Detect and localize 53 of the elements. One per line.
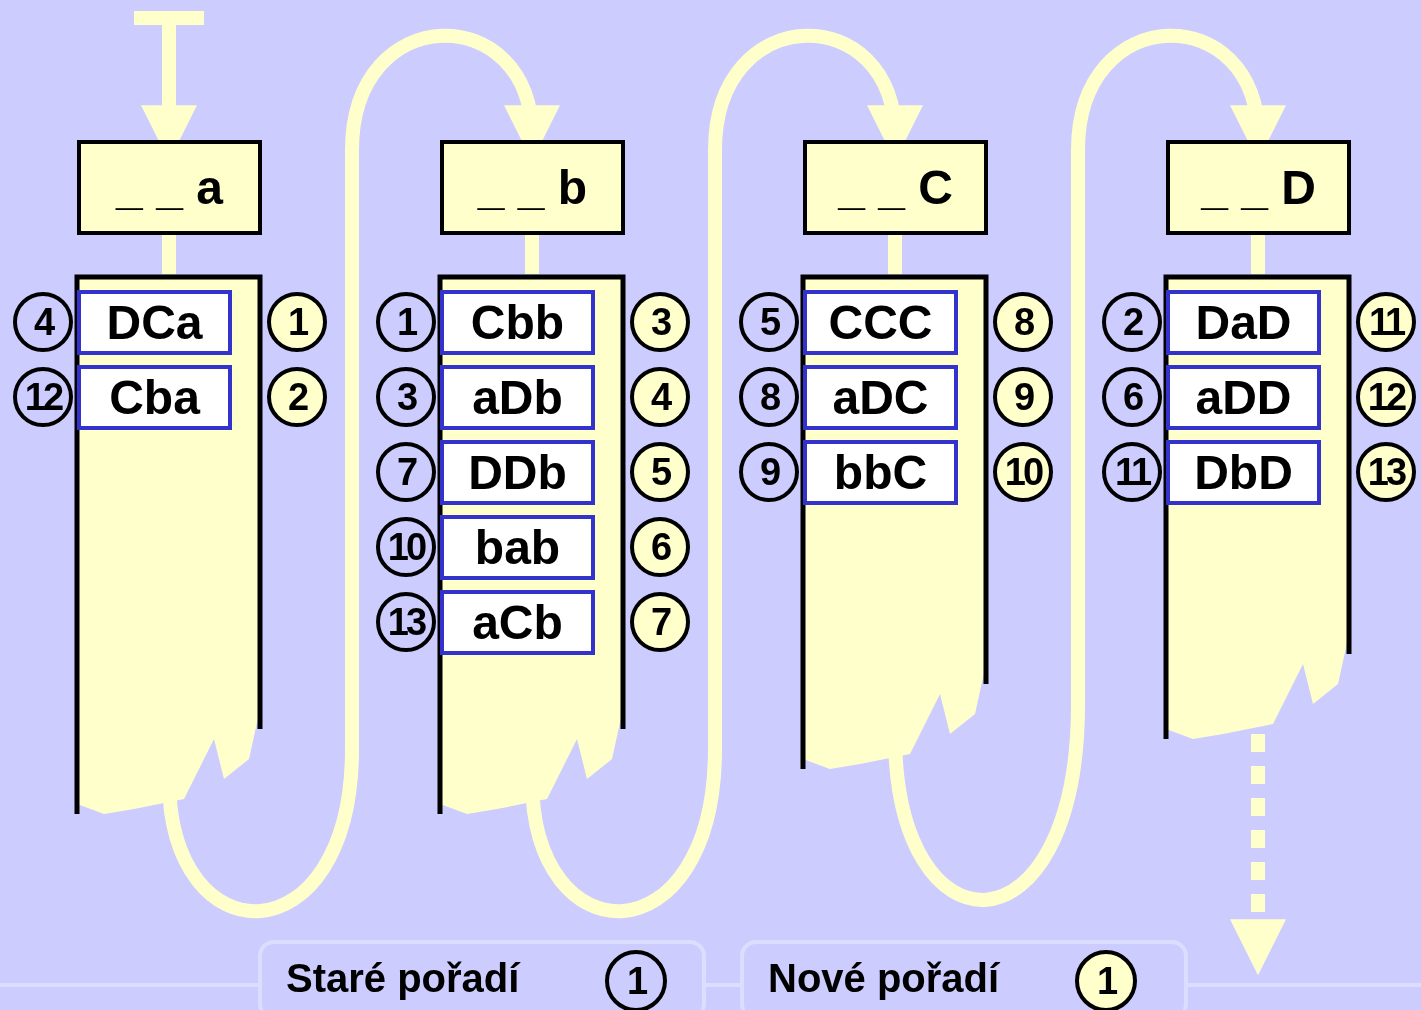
item-box: aDD	[1166, 365, 1321, 430]
flow-arrow	[1230, 734, 1286, 976]
old-order-number: 13	[376, 592, 436, 652]
item-box: DaD	[1166, 290, 1321, 355]
item-box: aDb	[440, 365, 595, 430]
flow-arrow	[525, 28, 920, 918]
item-box: bab	[440, 515, 595, 580]
old-order-number: 8	[739, 367, 799, 427]
item-box: aCb	[440, 590, 595, 655]
bucket-header: _ _ a	[77, 140, 262, 235]
item-box: DbD	[1166, 440, 1321, 505]
new-order-number: 1	[267, 292, 327, 352]
new-order-number: 3	[630, 292, 690, 352]
old-order-number: 12	[13, 367, 73, 427]
old-order-number: 6	[1102, 367, 1162, 427]
legend-text: Nové pořadí	[768, 956, 1000, 1001]
new-order-number: 7	[630, 592, 690, 652]
old-order-number: 2	[1102, 292, 1162, 352]
item-box: Cba	[77, 365, 232, 430]
old-order-number: 4	[13, 292, 73, 352]
bucket-header: _ _ b	[440, 140, 625, 235]
connector	[888, 235, 902, 274]
connector	[1251, 235, 1265, 274]
flow-arrow	[888, 28, 1283, 907]
old-order-number: 5	[739, 292, 799, 352]
legend-text: Staré pořadí	[286, 956, 520, 1001]
old-order-number: 10	[376, 517, 436, 577]
new-order-number: 4	[630, 367, 690, 427]
new-order-number: 12	[1356, 367, 1416, 427]
flow-arrow	[162, 28, 557, 918]
old-order-number: 3	[376, 367, 436, 427]
new-order-number: 5	[630, 442, 690, 502]
item-box: Cbb	[440, 290, 595, 355]
connector	[525, 235, 539, 274]
connector	[162, 235, 176, 274]
item-box: CCC	[803, 290, 958, 355]
old-order-number: 7	[376, 442, 436, 502]
bucket-header: _ _ D	[1166, 140, 1351, 235]
new-order-number: 10	[993, 442, 1053, 502]
new-order-number: 8	[993, 292, 1053, 352]
old-order-number: 1	[376, 292, 436, 352]
item-box: aDC	[803, 365, 958, 430]
item-box: bbC	[803, 440, 958, 505]
item-box: DDb	[440, 440, 595, 505]
new-order-number: 6	[630, 517, 690, 577]
new-order-number: 9	[993, 367, 1053, 427]
new-order-number: 13	[1356, 442, 1416, 502]
bucket-header: _ _ C	[803, 140, 988, 235]
new-order-number: 11	[1356, 292, 1416, 352]
old-order-number: 9	[739, 442, 799, 502]
item-box: DCa	[77, 290, 232, 355]
new-order-number: 2	[267, 367, 327, 427]
old-order-number: 11	[1102, 442, 1162, 502]
